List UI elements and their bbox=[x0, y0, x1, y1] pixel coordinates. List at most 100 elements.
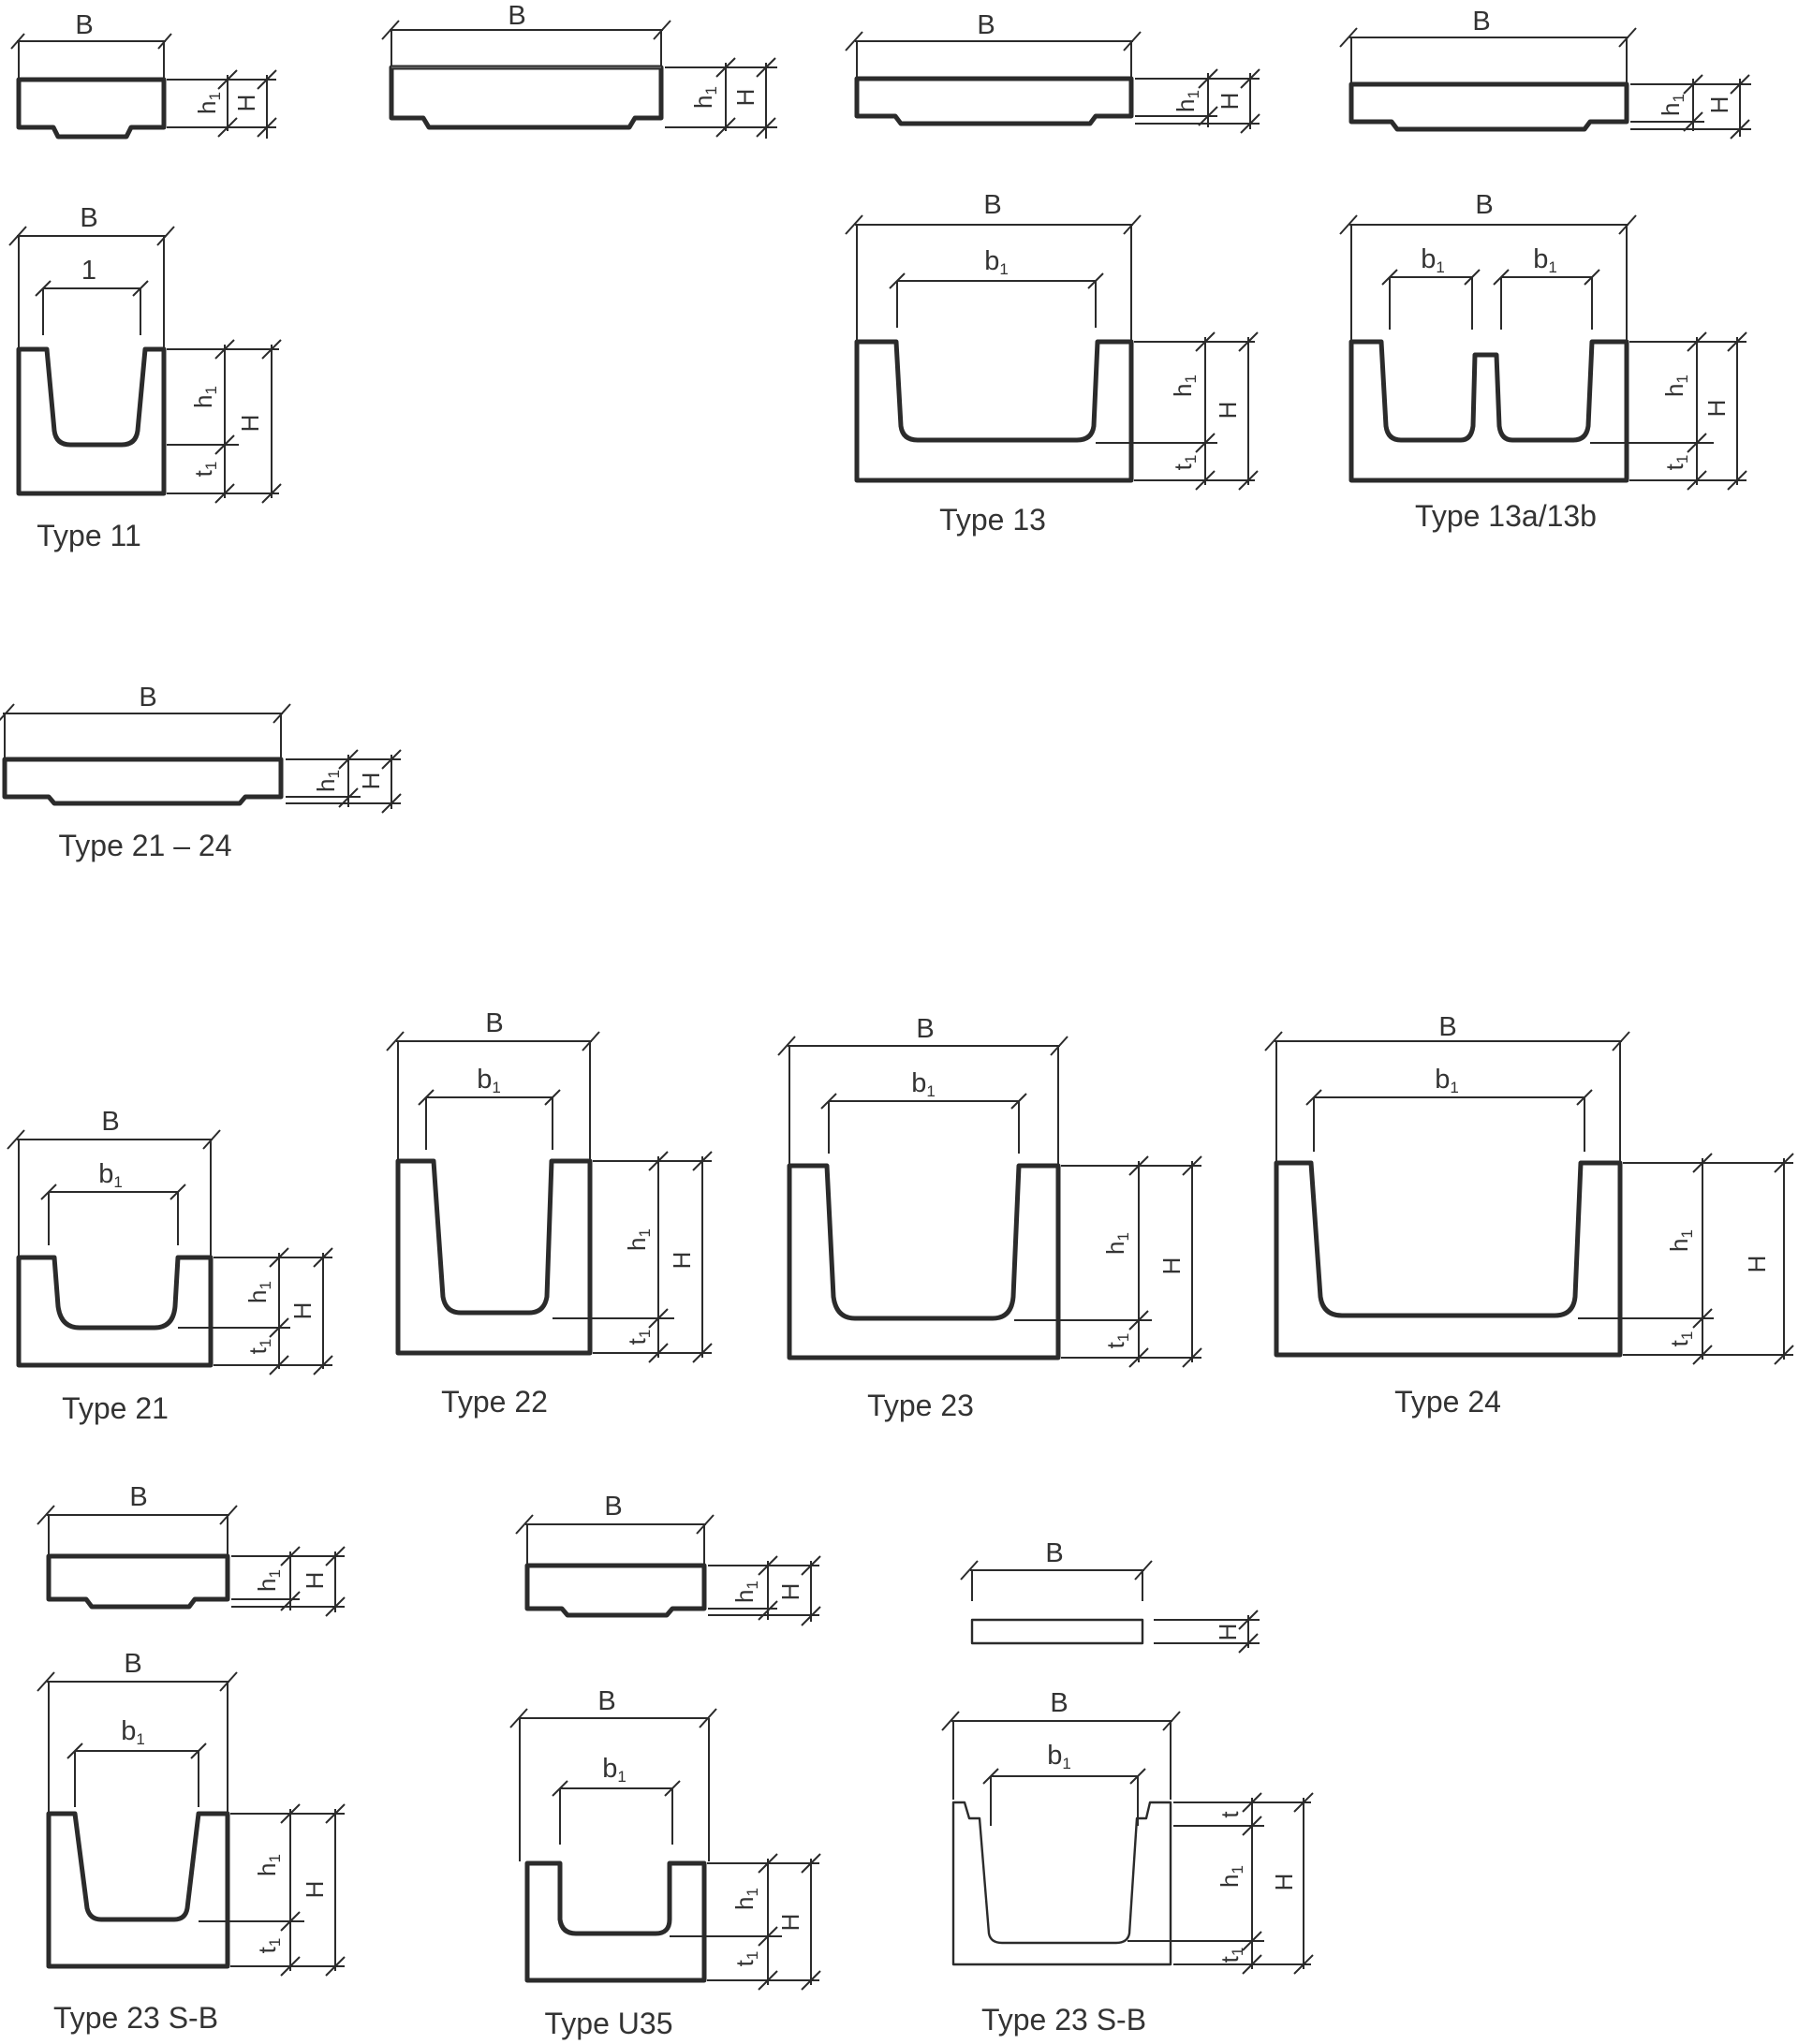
grate-type23sb-right-width-label: B bbox=[1045, 1538, 1063, 1568]
channel-type23sb-right-inner-height-label: h1 bbox=[1216, 1865, 1246, 1888]
channel-type13-width-label: B bbox=[983, 190, 1001, 220]
channel-type13-inner-width-label: b1 bbox=[984, 246, 1009, 278]
grate-typeU35-inner-height-label: h1 bbox=[730, 1581, 761, 1603]
grate-type23sb-right: B H bbox=[960, 1538, 1260, 1654]
channel-type22-floor-label: t1 bbox=[623, 1330, 654, 1346]
grate-type11-outline bbox=[16, 77, 167, 140]
channel-type13-height-label: H bbox=[1214, 402, 1242, 419]
channel-type11-inner-label: 1 bbox=[81, 256, 96, 286]
channel-type13-floor-label: t1 bbox=[1169, 455, 1200, 471]
channel-type13-inner-height-label: h1 bbox=[1169, 375, 1200, 397]
channel-type13ab-inner-width-right-label: b1 bbox=[1533, 244, 1557, 276]
channel-type23sb-left-caption: Type 23 S-B bbox=[53, 2001, 218, 2035]
channel-typeU35-outline bbox=[524, 1860, 707, 1983]
channel-type11-floor-label: t1 bbox=[189, 462, 220, 478]
grate-type21-24-height-label: H bbox=[357, 772, 385, 790]
channel-type23sb-left-outline bbox=[46, 1811, 230, 1969]
channel-type24-outline bbox=[1274, 1160, 1623, 1358]
channel-typeU35-floor-label: t1 bbox=[730, 1951, 761, 1967]
grate-4-outline bbox=[1348, 81, 1629, 132]
channel-type23sb-right-height-label: H bbox=[1270, 1874, 1298, 1891]
channel-typeU35-width-label: B bbox=[597, 1686, 615, 1716]
grate-typeU35: B h1 H bbox=[515, 1492, 821, 1626]
channel-type24-height-label: H bbox=[1743, 1256, 1771, 1273]
channel-type23sb-right: B b1 t h1 t1 H Type 23 S-B bbox=[941, 1688, 1314, 2037]
channel-type13ab: B b1 b1 h1 t1 H Type 13a/13b bbox=[1339, 190, 1747, 533]
channel-type13: B b1 h1 t1 H Type 13 bbox=[845, 190, 1259, 537]
channel-type21-inner-height-label: h1 bbox=[243, 1281, 274, 1303]
channel-type23-caption: Type 23 bbox=[867, 1389, 974, 1422]
channel-type23sb-right-inner-width-label: b1 bbox=[1047, 1741, 1071, 1772]
grate-3-height-label: H bbox=[1216, 93, 1244, 110]
channel-type13ab-height-label: H bbox=[1702, 400, 1731, 418]
channel-type23-outline bbox=[787, 1163, 1061, 1360]
channel-type21-inner-width-label: b1 bbox=[98, 1159, 123, 1191]
channel-type24-floor-label: t1 bbox=[1665, 1331, 1696, 1347]
grate-2-inner-height-label: h1 bbox=[689, 86, 720, 109]
channel-type13ab-width-label: B bbox=[1475, 190, 1493, 220]
grate-type23sb-left-inner-height-label: h1 bbox=[253, 1569, 284, 1592]
grate-type23sb-left-outline bbox=[46, 1553, 230, 1610]
grate-type11-width-label: B bbox=[75, 10, 93, 40]
channel-type13-caption: Type 13 bbox=[939, 503, 1046, 537]
grate-2-outline bbox=[389, 65, 664, 130]
channel-type24-width-label: B bbox=[1438, 1012, 1456, 1042]
channel-type21: B b1 h1 t1 H Type 21 bbox=[7, 1107, 333, 1425]
channel-type11-height-label: H bbox=[236, 415, 264, 433]
channel-type23sb-left: B b1 h1 t1 H Type 23 S-B bbox=[37, 1649, 346, 2035]
channel-type21-height-label: H bbox=[288, 1302, 317, 1320]
channel-type23sb-right-floor-label: t1 bbox=[1216, 1948, 1246, 1963]
grate-2-width-label: B bbox=[508, 1, 525, 31]
channel-type13ab-inner-width-left-label: b1 bbox=[1421, 244, 1445, 276]
channel-type23-floor-label: t1 bbox=[1101, 1333, 1132, 1349]
grate-type23sb-left: B h1 H bbox=[37, 1482, 346, 1617]
channel-typeU35-inner-height-label: h1 bbox=[730, 1888, 761, 1910]
channel-type23sb-left-height-label: H bbox=[301, 1881, 329, 1899]
grate-type11: B h1 H bbox=[10, 10, 277, 140]
channel-type22-caption: Type 22 bbox=[441, 1385, 548, 1419]
channel-type23-width-label: B bbox=[916, 1014, 934, 1044]
channel-type23-height-label: H bbox=[1157, 1257, 1186, 1275]
channel-type23sb-left-floor-label: t1 bbox=[253, 1938, 284, 1954]
channel-type22-width-label: B bbox=[485, 1008, 503, 1038]
channel-type13ab-outline bbox=[1348, 339, 1629, 483]
channel-type11-caption: Type 11 bbox=[37, 519, 140, 552]
channel-type22-outline bbox=[395, 1158, 593, 1356]
channel-type21-width-label: B bbox=[101, 1107, 119, 1137]
channel-type23sb-right-lip-label: t bbox=[1216, 1811, 1244, 1818]
grate-type21-24: B h1 H Type 21 – 24 bbox=[0, 683, 402, 862]
channel-type24-inner-width-label: b1 bbox=[1435, 1065, 1459, 1096]
channel-type11-inner-height-label: h1 bbox=[189, 386, 220, 408]
channel-typeU35-height-label: H bbox=[776, 1914, 804, 1932]
grate-typeU35-height-label: H bbox=[776, 1583, 804, 1601]
channel-typeU35-inner-width-label: b1 bbox=[602, 1754, 626, 1786]
channel-type23sb-left-inner-height-label: h1 bbox=[253, 1854, 284, 1876]
grate-type21-24-caption: Type 21 – 24 bbox=[58, 829, 231, 862]
grate-type11-inner-height-label: h1 bbox=[193, 92, 224, 114]
channel-typeU35-caption: Type U35 bbox=[545, 2007, 673, 2040]
channel-type24-caption: Type 24 bbox=[1394, 1385, 1501, 1419]
channel-type11: B 1 h1 t1 H Type 11 bbox=[8, 203, 282, 552]
channel-type24-inner-height-label: h1 bbox=[1665, 1229, 1696, 1252]
channel-type11-width-label: B bbox=[80, 203, 97, 233]
grate-2: B h1 H bbox=[381, 1, 777, 139]
channel-type23-inner-height-label: h1 bbox=[1101, 1232, 1132, 1255]
grate-3: B h1 H bbox=[845, 10, 1260, 134]
channel-type21-caption: Type 21 bbox=[62, 1391, 169, 1425]
channel-type22: B b1 h1 t1 H Type 22 bbox=[386, 1008, 713, 1419]
channel-type23sb-left-width-label: B bbox=[124, 1649, 141, 1679]
channel-type23sb-left-inner-width-label: b1 bbox=[121, 1716, 145, 1748]
channel-type13ab-caption: Type 13a/13b bbox=[1415, 499, 1597, 533]
grate-type23sb-left-height-label: H bbox=[301, 1572, 329, 1590]
channel-type23sb-right-width-label: B bbox=[1050, 1688, 1068, 1718]
grate-3-inner-height-label: h1 bbox=[1172, 90, 1202, 112]
grate-3-outline bbox=[854, 76, 1134, 126]
grate-4-inner-height-label: h1 bbox=[1657, 94, 1687, 116]
grate-typeU35-width-label: B bbox=[604, 1492, 622, 1522]
grate-type21-24-outline bbox=[2, 757, 284, 806]
channel-type22-inner-width-label: b1 bbox=[477, 1065, 501, 1096]
channel-type22-height-label: H bbox=[668, 1252, 696, 1270]
channel-type13ab-floor-label: t1 bbox=[1660, 455, 1691, 471]
grate-type23sb-left-width-label: B bbox=[129, 1482, 147, 1512]
